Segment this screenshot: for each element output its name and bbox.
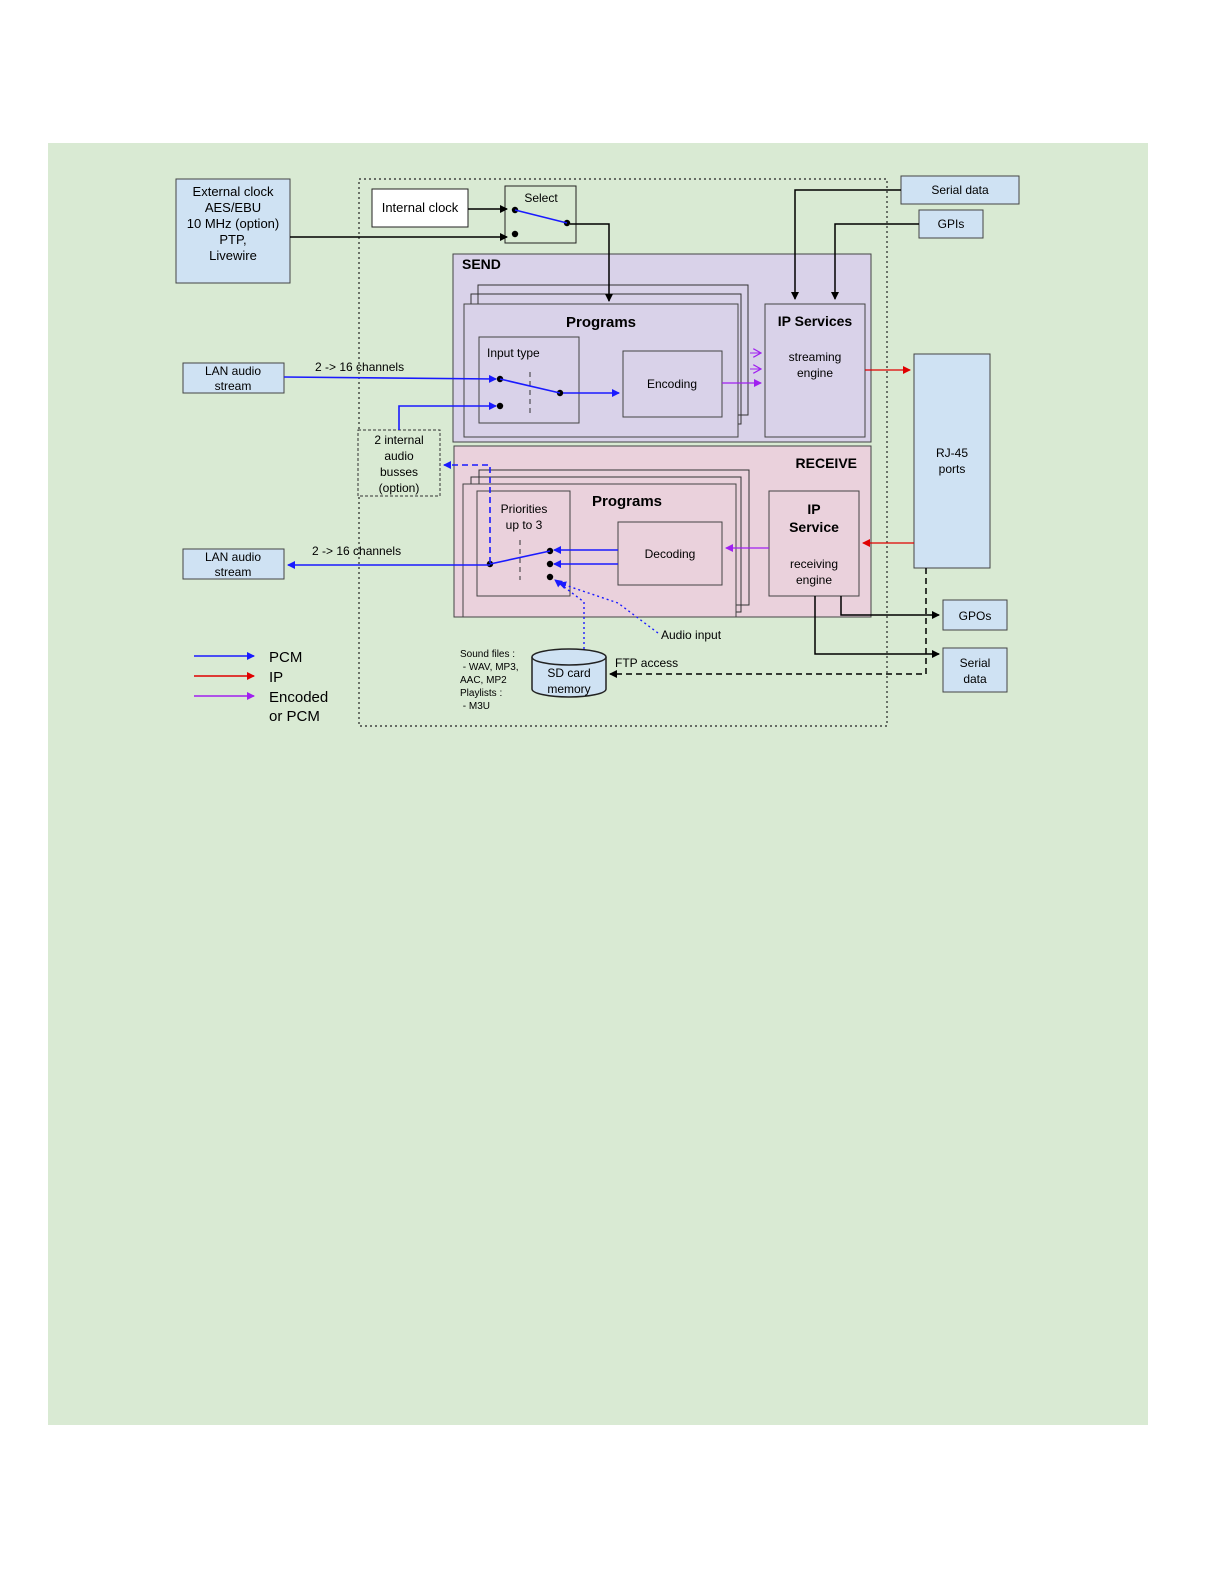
rj45-line: RJ-45 — [936, 446, 968, 460]
busses-line: busses — [380, 465, 418, 479]
internal-clock-label: Internal clock — [382, 200, 459, 215]
sd-card-line: memory — [547, 682, 590, 696]
sound-files-line: - WAV, MP3, — [460, 662, 519, 673]
legend-label-pcm: PCM — [269, 649, 302, 666]
receive-title: RECEIVE — [796, 455, 857, 471]
rj45-line: ports — [939, 462, 966, 476]
decoding-label: Decoding — [645, 547, 696, 561]
gpos-box: GPOs — [942, 599, 1008, 631]
priority-to-busses-arrow — [443, 461, 491, 563]
send-programs-title: Programs — [566, 314, 636, 331]
ip-services-label: IP Services — [778, 313, 853, 329]
serial-data-in-arrow — [791, 189, 901, 300]
serial-data-out-arrow — [814, 596, 940, 658]
sd-card-memory: SD card memory — [531, 648, 607, 698]
lan-out-line: stream — [215, 565, 252, 579]
external-clock-line: Livewire — [209, 248, 257, 263]
streaming-engine-line: engine — [797, 366, 833, 380]
sound-files-line: Playlists : — [460, 688, 502, 699]
sound-files-line: AAC, MP2 — [460, 675, 507, 686]
external-clock-line: 10 MHz (option) — [187, 216, 279, 231]
lan-audio-out-box: LAN audio stream — [182, 548, 285, 580]
audio-input-label: Audio input — [661, 628, 722, 642]
lan-in-line: stream — [215, 379, 252, 393]
ip-service-line: IP — [807, 501, 820, 517]
encoding-label: Encoding — [647, 377, 697, 391]
serial-out-line: Serial — [960, 656, 991, 670]
streaming-engine-line: streaming — [789, 350, 842, 364]
sound-files-note: Sound files : - WAV, MP3, AAC, MP2 Playl… — [460, 649, 519, 712]
external-clock-line: AES/EBU — [205, 200, 261, 215]
send-section: SEND Programs Input type Encoding IP Ser… — [452, 253, 872, 443]
internal-clock-box: Internal clock — [371, 188, 469, 228]
gpis-box: GPIs — [918, 209, 984, 239]
legend-label-encoded: Encoded — [269, 689, 328, 706]
busses-to-input-arrow — [398, 402, 497, 430]
serial-data-in-label: Serial data — [931, 183, 989, 197]
lan-out-line: LAN audio — [205, 550, 261, 564]
serial-data-in-box: Serial data — [900, 175, 1020, 205]
select-label: Select — [524, 191, 558, 205]
ftp-access-arrow — [609, 568, 927, 678]
external-clock-line: External clock — [193, 184, 274, 199]
busses-line: 2 internal — [374, 433, 423, 447]
serial-data-out-box: Serial data — [942, 647, 1008, 693]
lan-in-channels: 2 -> 16 channels — [315, 360, 404, 374]
select-switch: Select — [504, 185, 577, 244]
internal-busses-box: 2 internal audio busses (option) — [357, 429, 441, 497]
gpis-label: GPIs — [938, 217, 965, 231]
external-clock-line: PTP, — [219, 232, 246, 247]
rj45-box: RJ-45 ports — [913, 353, 991, 569]
receiving-engine-line: receiving — [790, 557, 838, 571]
legend-label-ip: IP — [269, 669, 283, 686]
lan-out-channels: 2 -> 16 channels — [312, 544, 401, 558]
lan-in-arrow — [283, 374, 497, 383]
input-type-label: Input type — [487, 346, 540, 360]
ip-service-line: Service — [789, 519, 839, 535]
select-to-programs-arrow — [570, 223, 613, 302]
serial-out-line: data — [963, 672, 987, 686]
legend-label-encoded-extra: or PCM — [269, 708, 320, 725]
busses-line: (option) — [379, 481, 420, 495]
send-title: SEND — [462, 256, 501, 272]
receive-programs-title: Programs — [592, 493, 662, 510]
receive-section: RECEIVE Programs Priorities up to 3 Deco… — [453, 445, 872, 618]
ftp-access-label: FTP access — [615, 656, 678, 670]
gpos-label: GPOs — [959, 609, 992, 623]
gpis-arrow — [831, 223, 919, 300]
lan-audio-in-box: LAN audio stream — [182, 362, 285, 394]
sound-files-line: Sound files : — [460, 649, 515, 660]
priorities-line: up to 3 — [506, 518, 543, 532]
gpos-arrow — [840, 596, 940, 619]
legend: PCM IP Encoded or PCM — [194, 649, 328, 725]
receiving-engine-line: engine — [796, 573, 832, 587]
sound-files-line: - M3U — [460, 701, 490, 712]
busses-line: audio — [384, 449, 414, 463]
priorities-line: Priorities — [501, 502, 548, 516]
system-diagram: External clock AES/EBU 10 MHz (option) P… — [175, 175, 1020, 727]
sd-card-line: SD card — [547, 666, 590, 680]
diagram-background: External clock AES/EBU 10 MHz (option) P… — [48, 143, 1148, 1425]
lan-in-line: LAN audio — [205, 364, 261, 378]
audio-input-arrow — [558, 581, 659, 634]
external-clock-box: External clock AES/EBU 10 MHz (option) P… — [175, 178, 291, 284]
